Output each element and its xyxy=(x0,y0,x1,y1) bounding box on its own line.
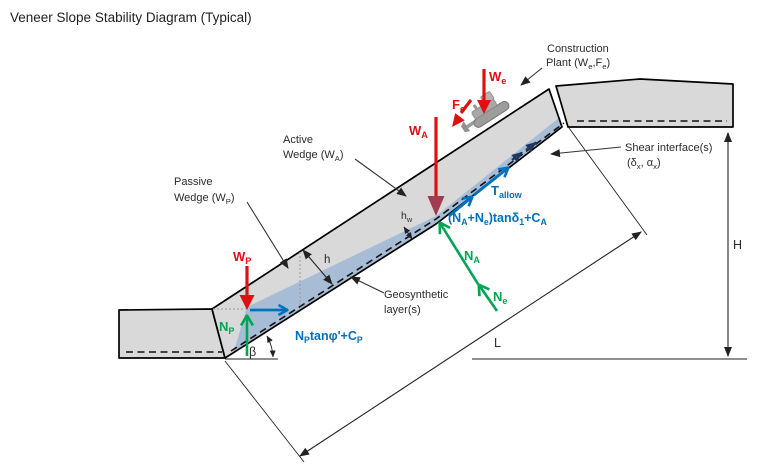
geosynthetic-label-line2: layer(s) xyxy=(384,304,421,316)
active-wedge-label-line2: Wedge (WA) xyxy=(283,149,344,163)
ne-force-label: Ne xyxy=(493,289,507,306)
shear-interface-label-line2: (δx, αx) xyxy=(627,157,661,171)
wa-force-label: WA xyxy=(409,123,428,140)
beta-arc xyxy=(266,335,276,358)
passive-wedge-leader xyxy=(246,201,289,269)
construction-plant-label-line2: Plant (We,Fe) xyxy=(546,57,610,71)
geosynthetic-label-line1: Geosynthetic xyxy=(384,289,449,301)
shear-interface-label-line1: Shear interface(s) xyxy=(625,142,712,154)
t-allow-arrow-lower xyxy=(448,197,472,218)
beta-angle-label: β xyxy=(249,345,256,359)
H-dimension-label: H xyxy=(733,238,742,252)
t-allow-arrow-upper xyxy=(473,168,508,197)
fe-arrowhead xyxy=(452,113,465,127)
t-allow-label: Tallow xyxy=(491,183,523,200)
shear-direction-arrow-2 xyxy=(525,141,537,153)
active-wedge-label-line1: Active xyxy=(283,134,313,146)
shear-interface-leader xyxy=(550,146,622,158)
passive-wedge-label-line1: Passive xyxy=(174,176,213,188)
passive-interface-equation: NPtanφ'+CP xyxy=(295,329,363,345)
fe-force-label: Fe xyxy=(452,97,465,114)
active-interface-equation: (NA+Ne)tanδ1+CA xyxy=(448,211,547,227)
L-dimension-line xyxy=(299,231,642,457)
we-force-label: We xyxy=(489,69,506,86)
L-dimension-label: L xyxy=(494,336,501,350)
dozer-blade xyxy=(461,121,471,133)
wa-arrowhead xyxy=(427,196,445,216)
na-arrow-segment xyxy=(440,223,480,285)
passive-wedge-label-line2: Wedge (WP) xyxy=(174,192,235,206)
page-title: Veneer Slope Stability Diagram (Typical) xyxy=(10,10,252,25)
wp-force-label: WP xyxy=(233,249,251,266)
crest-platform xyxy=(555,78,734,128)
construction-plant-leader xyxy=(520,67,543,86)
hw-dimension-label: hw xyxy=(401,210,413,224)
L-extension-toe xyxy=(224,360,305,463)
active-wedge-leader xyxy=(354,158,407,197)
fe-arrow-shaft xyxy=(459,99,473,114)
np-force-label: NP xyxy=(219,319,234,336)
L-extension-crest xyxy=(568,127,648,236)
shear-direction-arrow-1 xyxy=(511,151,523,163)
h-dimension-label: h xyxy=(324,254,330,266)
dozer-exhaust xyxy=(472,104,479,111)
ne-arrow-segment xyxy=(479,285,499,312)
geosynthetic-leader xyxy=(350,276,385,294)
na-force-label: NA xyxy=(464,248,480,265)
we-arrowhead xyxy=(477,100,491,114)
construction-plant-label-line1: Construction xyxy=(547,43,609,55)
wp-arrowhead xyxy=(239,295,255,310)
toe-platform xyxy=(118,308,226,359)
